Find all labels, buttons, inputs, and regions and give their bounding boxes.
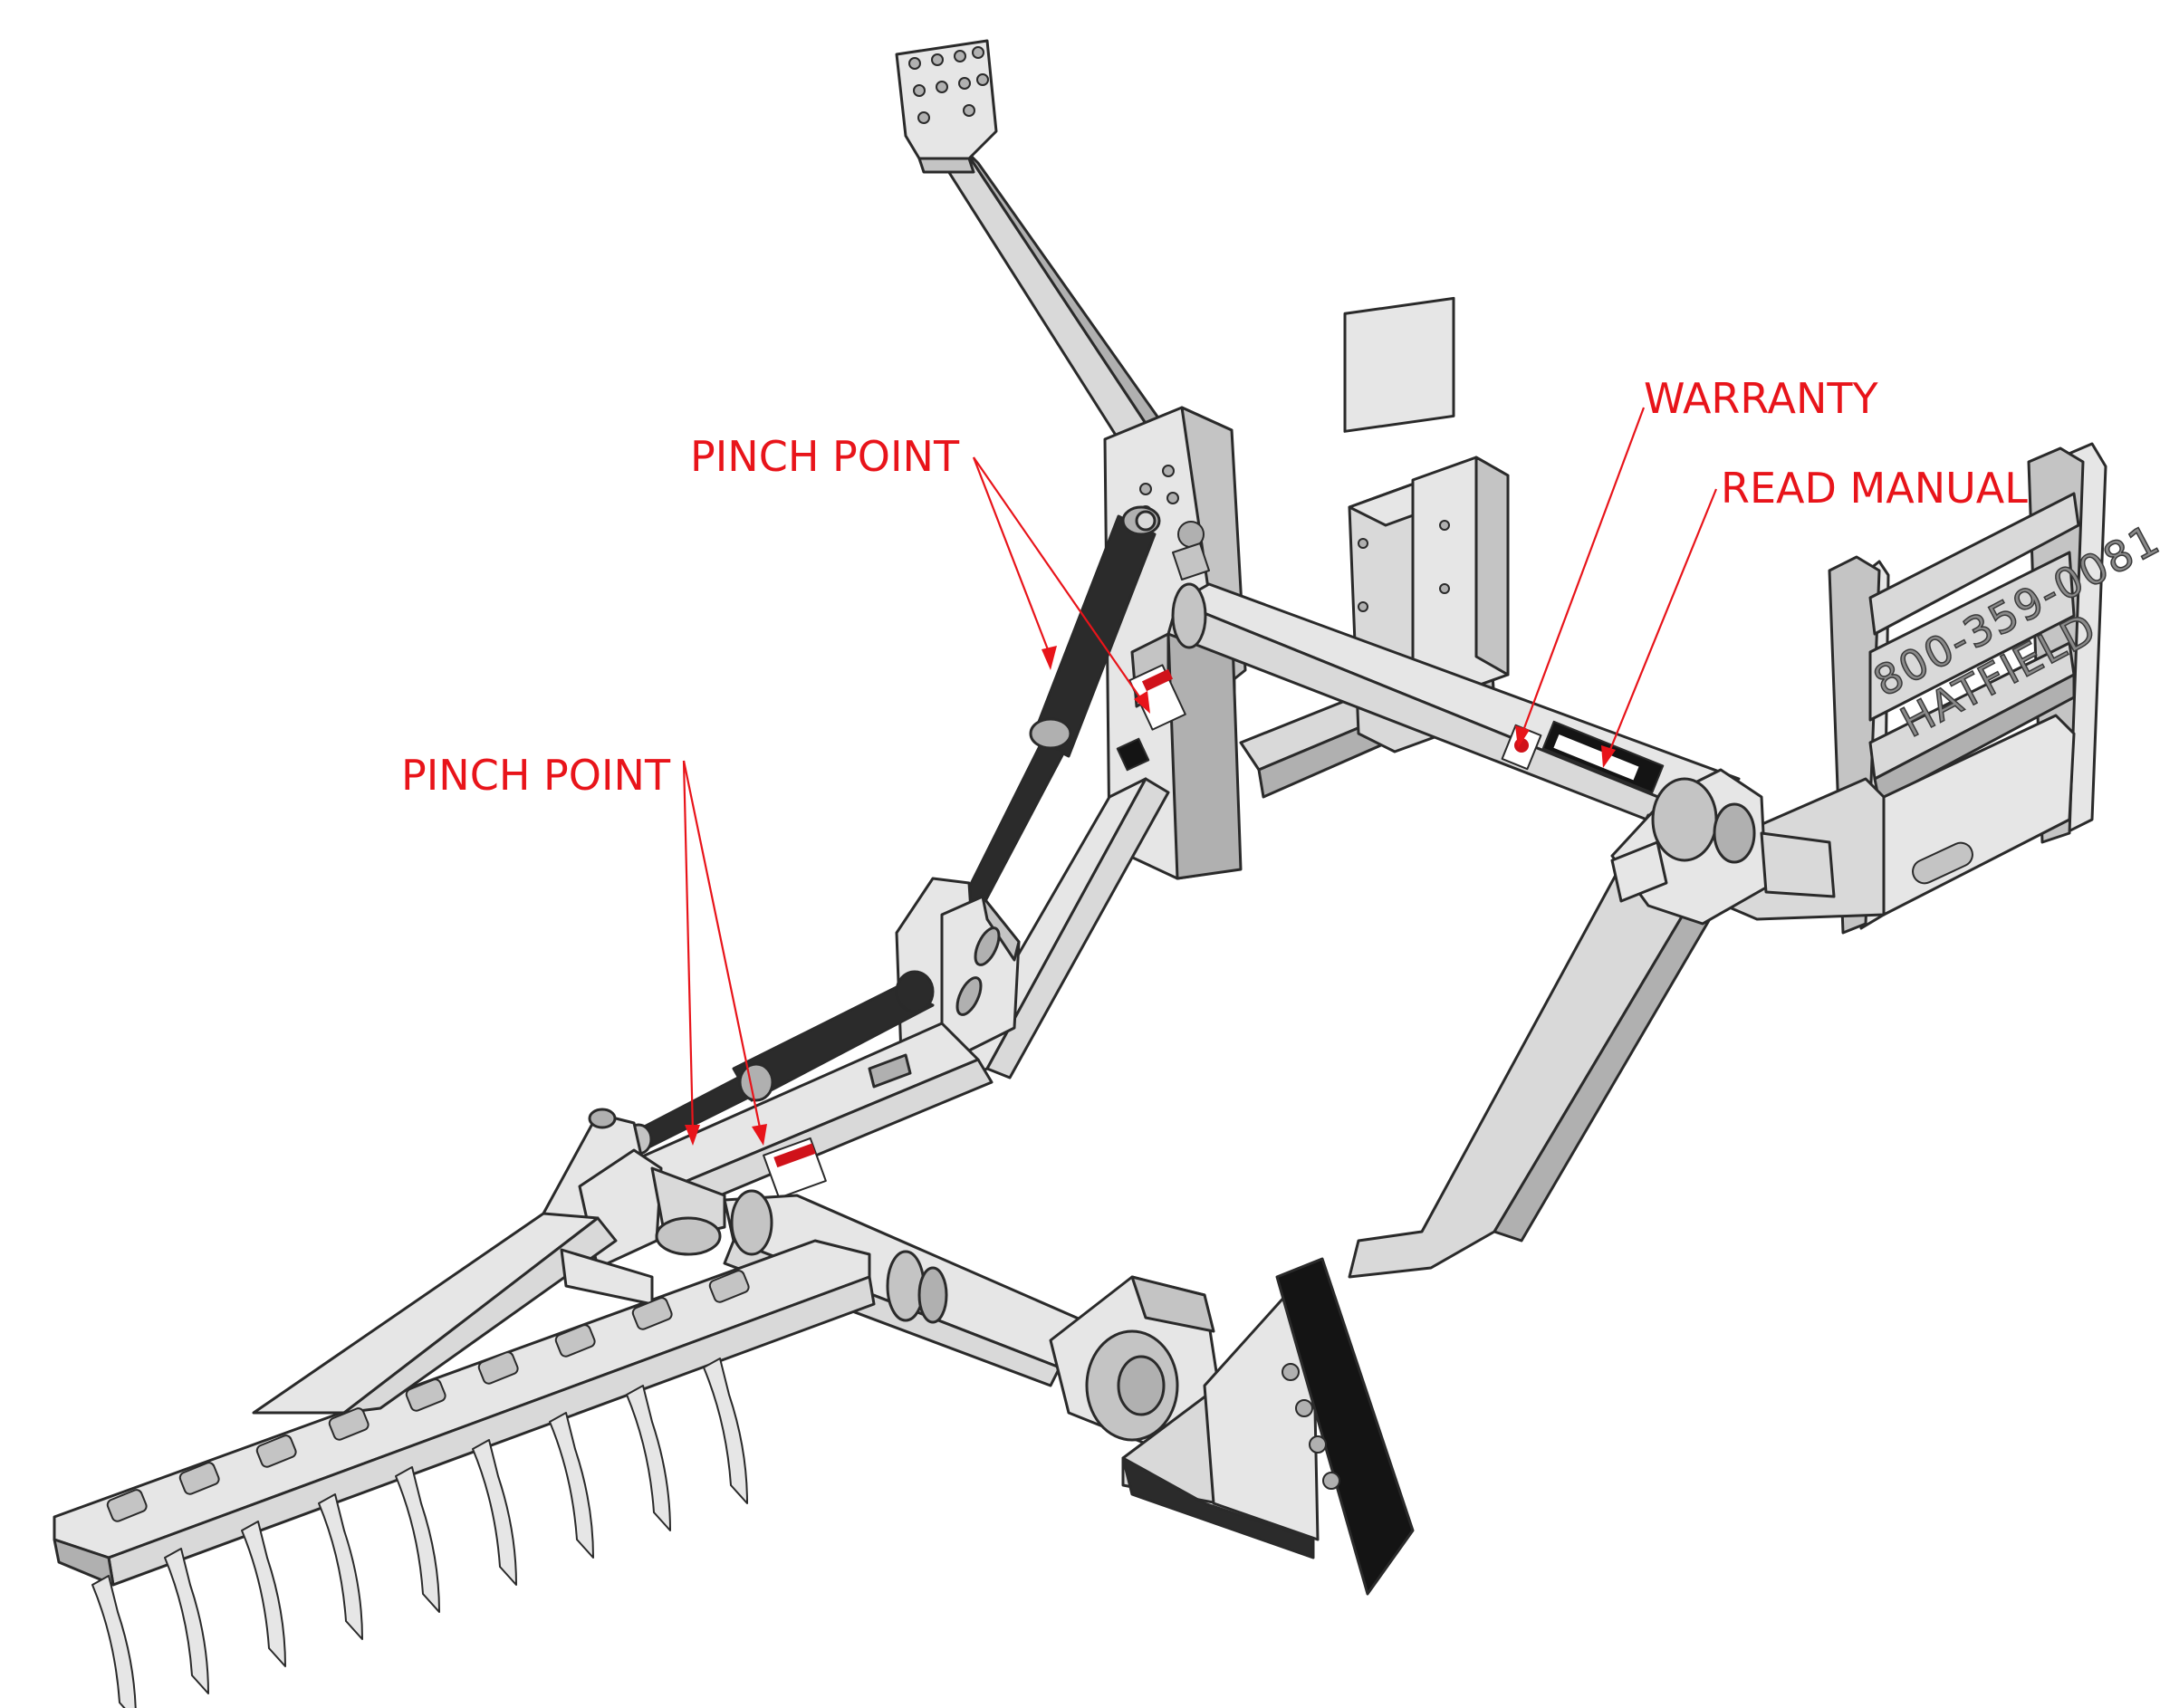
right-pivot-arm: [1348, 768, 1836, 1279]
pinch-point-label-upper: PINCH POINT: [690, 432, 960, 481]
read-manual-label: READ MANUAL: [1721, 464, 2028, 513]
rake-tines: [91, 1358, 748, 1708]
pinch-point-decal-upper: [1116, 664, 1186, 772]
lower-boom: [614, 1022, 994, 1220]
warranty-label: WARRANTY: [1644, 374, 1878, 423]
pinch-point-label-lower: PINCH POINT: [401, 751, 671, 800]
rake-clamps: [106, 1270, 750, 1522]
rake-beam: [53, 1212, 876, 1587]
callout-leaders: [682, 407, 1718, 1146]
skid-mount: [1049, 1257, 1415, 1596]
top-mount-arm: [895, 39, 1166, 446]
